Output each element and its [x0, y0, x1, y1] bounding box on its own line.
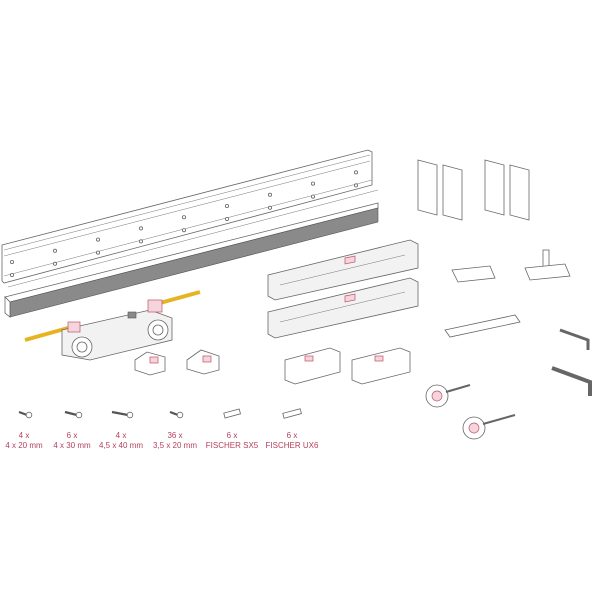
damper-rod — [159, 290, 201, 305]
hex-key-large — [551, 366, 592, 396]
mounting-hole — [9, 272, 14, 277]
mounting-hole — [53, 248, 58, 253]
hardware-size: FISCHER SX5 — [205, 441, 259, 450]
connecting-plate — [444, 314, 521, 338]
hex-key-small — [559, 328, 590, 350]
damper-rod — [24, 326, 69, 342]
stopper-clip — [186, 349, 220, 375]
soft-close-mechanism — [267, 239, 419, 301]
roller-trolley — [61, 299, 173, 361]
mounting-hole — [138, 239, 143, 244]
screw-icon — [18, 410, 33, 419]
mounting-hole — [267, 205, 272, 210]
mounting-hole — [224, 203, 229, 208]
hardware-quantity: 36 x — [167, 431, 183, 440]
hardware-size: 3,5 x 20 mm — [152, 441, 197, 450]
hardware-size: 4 x 30 mm — [53, 441, 91, 450]
adjustable-roller — [425, 384, 471, 408]
hardware-quantity: 4 x — [18, 431, 30, 440]
mounting-hole — [267, 192, 272, 197]
stopper-clip — [134, 351, 166, 376]
guide-bracket — [451, 265, 496, 283]
floor-guide-block — [351, 347, 411, 385]
mounting-hole — [53, 261, 58, 266]
screw-icon — [64, 410, 83, 419]
mounting-hole — [224, 216, 229, 221]
hardware-quantity: 6 x — [286, 431, 298, 440]
wall-plug-icon — [282, 408, 302, 419]
screw-icon — [111, 410, 134, 419]
adhesive-pads — [417, 159, 530, 221]
mounting-hole — [138, 226, 143, 231]
screw-icon — [169, 410, 184, 419]
mounting-hole — [310, 181, 315, 186]
hardware-quantity: 6 x — [226, 431, 238, 440]
hardware-size: 4,5 x 40 mm — [98, 441, 143, 450]
mounting-hole — [96, 250, 101, 255]
mounting-hole — [96, 237, 101, 242]
wall-plug-icon — [223, 408, 241, 419]
hardware-quantity: 6 x — [66, 431, 78, 440]
mounting-hole — [353, 170, 358, 175]
hardware-size: 4 x 20 mm — [5, 441, 43, 450]
soft-close-mechanism — [267, 277, 419, 339]
mounting-hole — [310, 194, 315, 199]
mounting-hole — [181, 228, 186, 233]
mounting-hole — [181, 215, 186, 220]
mounting-hole — [353, 183, 358, 188]
hardware-quantity: 4 x — [115, 431, 127, 440]
aluminium-track-rail — [1, 149, 379, 288]
brush-seal-strip — [4, 202, 379, 318]
adjustable-roller — [462, 414, 516, 440]
floor-guide-block — [284, 347, 341, 385]
hardware-size: FISCHER UX6 — [265, 441, 319, 450]
mounting-hole — [9, 259, 14, 264]
guide-pin — [524, 249, 571, 281]
